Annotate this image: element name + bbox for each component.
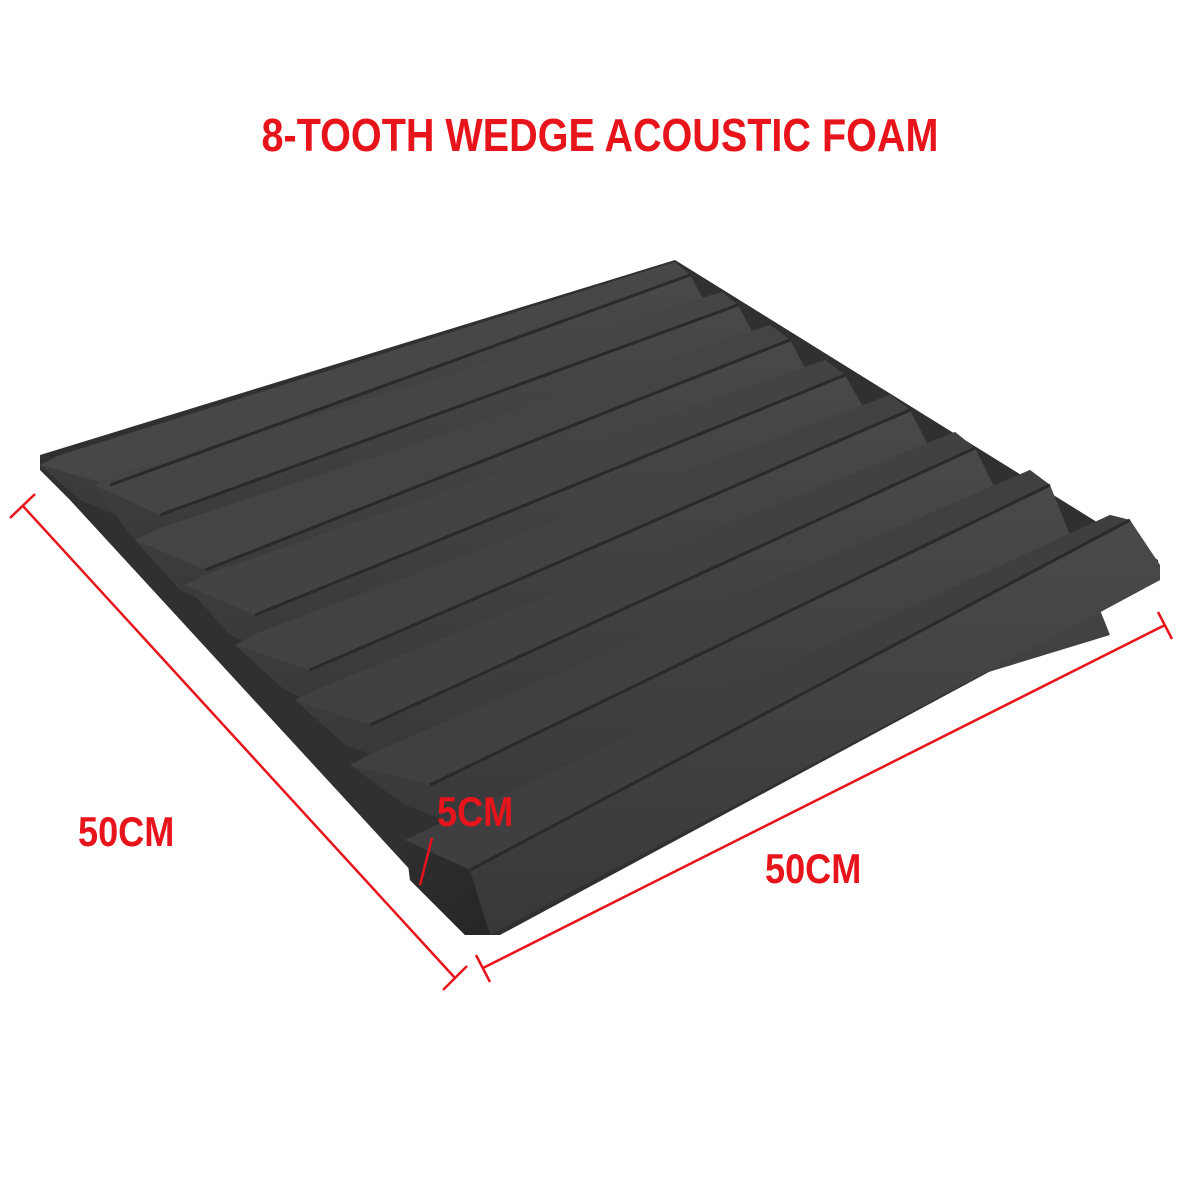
foam-panel (40, 260, 1160, 935)
length-dimension-label: 50CM (765, 845, 862, 892)
width-dimension-label: 50CM (78, 808, 175, 855)
foam-tooth (405, 515, 1160, 935)
depth-dimension-label: 5CM (437, 788, 514, 835)
foam-tooth-ridge (95, 292, 738, 515)
dimension-line-right (474, 611, 1174, 983)
foam-teeth (40, 262, 1160, 935)
foam-tooth (235, 395, 990, 720)
foam-tooth-ridge (185, 360, 845, 615)
foam-tooth-ridge (295, 432, 975, 725)
foam-tooth-ridge (135, 325, 790, 570)
foam-tooth (350, 470, 1110, 830)
dimension-line-left (9, 493, 468, 991)
dimension-line-depth (418, 837, 434, 886)
foam-tooth-ridge (405, 515, 1130, 870)
foam-tooth-ridge (40, 262, 690, 485)
foam-tooth-ridge (350, 470, 1050, 785)
foam-groove-shadows (109, 273, 1131, 872)
product-title: 8-TOOTH WEDGE ACOUSTIC FOAM (261, 109, 939, 161)
foam-tooth-ridge (235, 395, 910, 670)
foam-tooth (185, 360, 930, 665)
foam-tooth (295, 432, 1050, 770)
